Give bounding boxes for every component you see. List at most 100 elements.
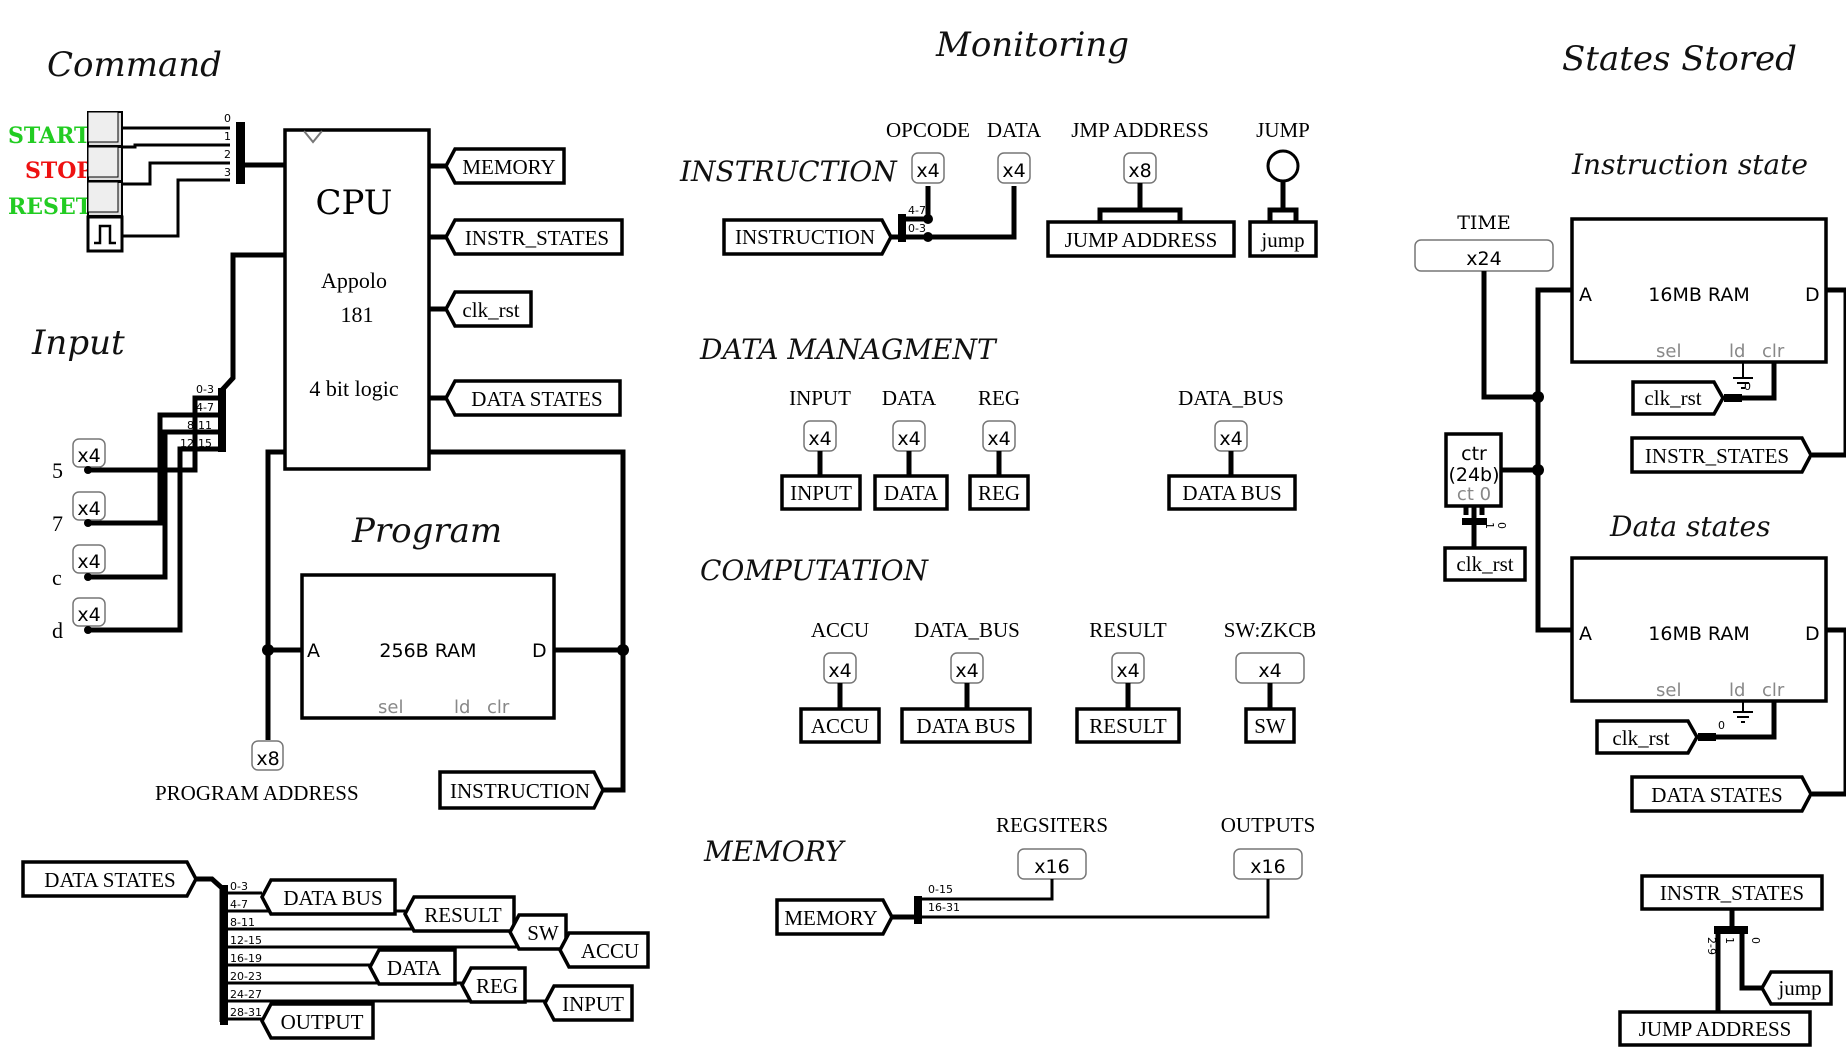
svg-text:clk_rst: clk_rst <box>1612 726 1669 750</box>
tunnel-cpu-clk-rst: clk_rst <box>444 290 533 328</box>
svg-text:RESULT: RESULT <box>1089 714 1167 738</box>
svg-text:MEMORY: MEMORY <box>462 155 555 179</box>
input-label-7: 7 <box>52 511 63 536</box>
clock-input[interactable] <box>86 215 124 253</box>
reset-button[interactable] <box>87 181 123 217</box>
wire-stop <box>122 143 230 149</box>
svg-text:x4: x4 <box>77 445 100 467</box>
heading-instruction-state: Instruction state <box>1571 148 1808 181</box>
program-address-probe: x8 <box>251 740 284 771</box>
dm-probe-data: x4 <box>892 420 926 452</box>
svg-text:INPUT: INPUT <box>562 992 624 1016</box>
jump-splitter <box>1714 926 1748 934</box>
wire-data-states-bus <box>196 876 225 1022</box>
svg-text:x16: x16 <box>1034 856 1069 878</box>
instr-split-1: 0-3 <box>908 222 926 235</box>
svg-text:ACCU: ACCU <box>581 939 639 963</box>
svg-text:x4: x4 <box>916 160 939 182</box>
command-splitter <box>236 122 245 184</box>
svg-text:DATA STATES: DATA STATES <box>44 868 175 892</box>
junction <box>1532 391 1544 403</box>
tunnel-mon-jump: jump <box>1248 220 1318 258</box>
jump-split-2: 0 <box>1749 937 1762 944</box>
col-opcode: OPCODE <box>886 118 970 142</box>
wire-input-d <box>88 446 218 633</box>
cp-probe-accu: x4 <box>823 652 857 684</box>
ram-data-a: A <box>1579 623 1592 645</box>
wire-input-bus <box>219 252 285 452</box>
tunnel-ds-data: DATA <box>368 948 457 986</box>
wire-input-c <box>88 429 218 580</box>
svg-text:DATA BUS: DATA BUS <box>283 886 382 910</box>
input-label-d: d <box>52 618 63 643</box>
tunnel-ds-accu: ACCU <box>558 931 650 969</box>
dm-tunnel-reg: REG <box>968 474 1030 511</box>
cp-tunnel-data-bus: DATA BUS <box>900 707 1032 744</box>
ram-256b[interactable] <box>300 573 556 720</box>
wire-data-nibble <box>906 186 1017 240</box>
ram-instr-states[interactable] <box>1570 217 1828 364</box>
cp-col-result: RESULT <box>1089 618 1167 642</box>
in-split-1: 4-7 <box>196 401 214 414</box>
wire-jmp-address <box>1097 183 1183 224</box>
input-label-c: c <box>52 565 62 590</box>
ctr-line3: ct 0 <box>1457 484 1491 505</box>
col-jmp-address: JMP ADDRESS <box>1071 118 1209 142</box>
start-label: START <box>8 123 91 149</box>
tunnel-program-instruction: INSTRUCTION <box>438 770 605 810</box>
ram-data-clr: clr <box>1762 680 1785 701</box>
ram-data-states[interactable] <box>1570 556 1828 703</box>
tunnel-ds-reg: REG <box>460 966 527 1004</box>
input-pin-7[interactable]: x4 <box>72 491 106 527</box>
instr-split-0: 4-7 <box>908 204 926 217</box>
svg-text:x4: x4 <box>955 660 978 682</box>
cp-tunnel-sw: SW <box>1244 707 1296 744</box>
tunnel-instr-clk-rst: clk_rst <box>1631 380 1726 416</box>
mon-memory-title: MEMORY <box>703 835 846 868</box>
input-pin-c[interactable]: x4 <box>72 544 106 581</box>
cpu-block[interactable] <box>283 128 431 471</box>
ram-data-label: 16MB RAM <box>1648 623 1749 645</box>
mon-instruction-title: INSTRUCTION <box>679 155 898 188</box>
ground-icon <box>1733 701 1753 723</box>
input-pin-d[interactable]: x4 <box>72 597 106 634</box>
svg-text:SW: SW <box>527 921 559 945</box>
ram-instr-label: 16MB RAM <box>1648 284 1749 306</box>
svg-text:RESULT: RESULT <box>424 903 502 927</box>
wire-time <box>1481 271 1538 400</box>
mem-probe-registers: x16 <box>1017 848 1087 880</box>
data-clk-split: 0 <box>1718 719 1725 732</box>
cp-col-accu: ACCU <box>811 618 869 642</box>
svg-text:INSTR_STATES: INSTR_STATES <box>1645 444 1789 468</box>
input-pin-5[interactable]: x4 <box>72 438 106 474</box>
start-button[interactable] <box>87 111 123 147</box>
jump-split-0: 2-9 <box>1705 937 1718 955</box>
svg-text:clk_rst: clk_rst <box>1456 552 1513 576</box>
svg-text:DATA STATES: DATA STATES <box>471 387 602 411</box>
svg-text:DATA BUS: DATA BUS <box>1182 481 1281 505</box>
stop-button[interactable] <box>87 146 123 182</box>
wire-program-address <box>265 449 285 740</box>
svg-text:MEMORY: MEMORY <box>784 906 877 930</box>
svg-text:DATA STATES: DATA STATES <box>1651 783 1782 807</box>
wire-mem-registers <box>922 879 1054 901</box>
svg-text:x4: x4 <box>987 428 1010 450</box>
svg-text:DATA BUS: DATA BUS <box>916 714 1015 738</box>
dm-tunnel-data-bus: DATA BUS <box>1167 474 1297 511</box>
svg-text:DATA: DATA <box>884 481 939 505</box>
wire-mem-outputs <box>922 879 1270 919</box>
ram-data-d: D <box>1805 623 1820 645</box>
dm-col-input: INPUT <box>789 386 851 410</box>
ctr-line2: (24b) <box>1448 464 1499 486</box>
tunnel-jump-address-out: JUMP ADDRESS <box>1618 1010 1812 1047</box>
svg-text:x4: x4 <box>77 604 100 626</box>
heading-input: Input <box>31 323 125 363</box>
wire-input-7 <box>88 412 218 526</box>
ram-instr-sel: sel <box>1656 341 1681 362</box>
tunnel-cpu-memory: MEMORY <box>444 147 566 185</box>
svg-text:x4: x4 <box>1219 428 1242 450</box>
svg-text:INSTR_STATES: INSTR_STATES <box>465 226 609 250</box>
mem-split-1: 16-31 <box>928 901 960 914</box>
cpu-line2: 181 <box>341 302 374 327</box>
ctr-split-0: 1 <box>1483 522 1496 529</box>
